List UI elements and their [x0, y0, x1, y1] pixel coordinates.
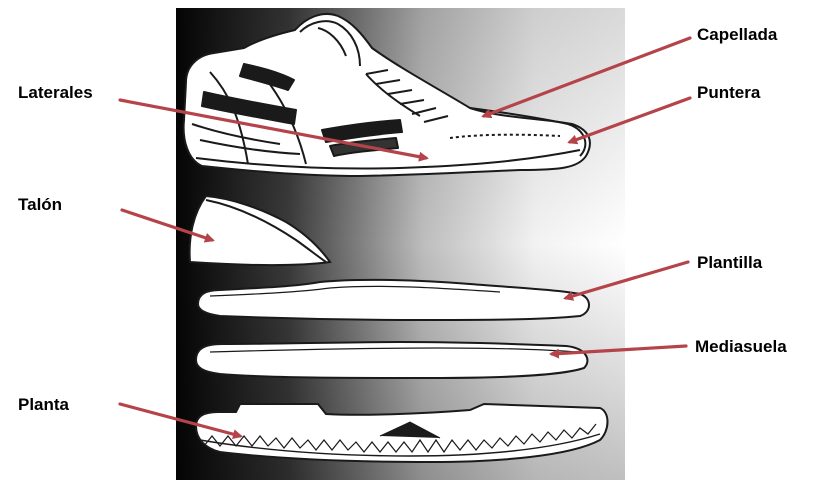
label-mediasuela: Mediasuela	[695, 338, 787, 355]
midsole-illustration	[196, 342, 587, 378]
label-talon: Talón	[18, 196, 62, 213]
label-laterales: Laterales	[18, 84, 93, 101]
label-planta: Planta	[18, 396, 69, 413]
label-capellada: Capellada	[697, 26, 777, 43]
label-plantilla: Plantilla	[697, 254, 762, 271]
label-puntera: Puntera	[697, 84, 760, 101]
